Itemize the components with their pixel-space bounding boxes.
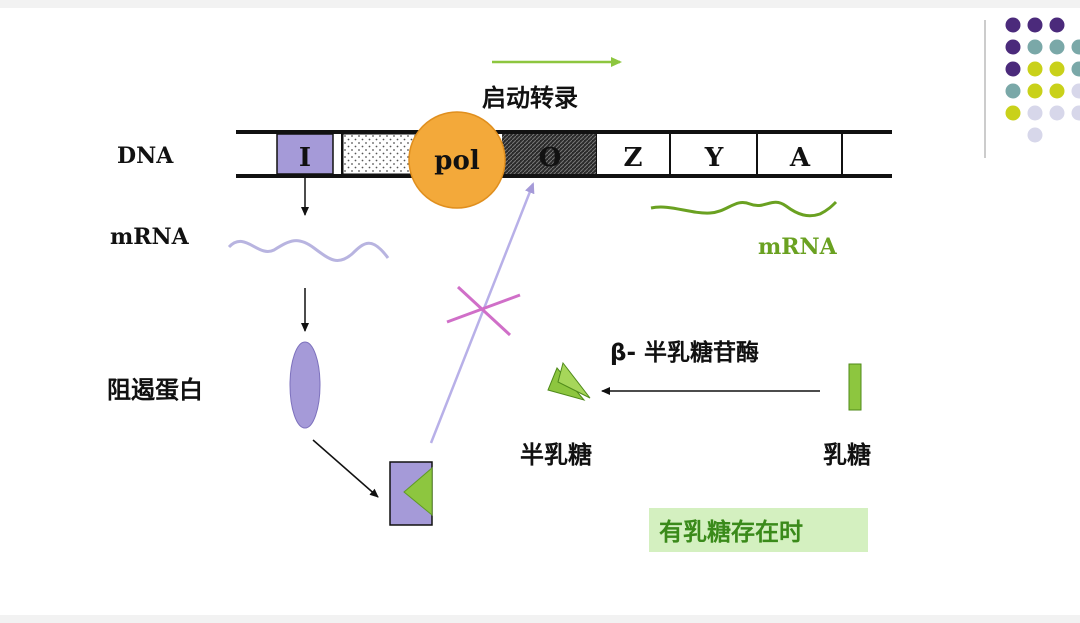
decoration-dot xyxy=(1027,127,1043,143)
promoter-region xyxy=(342,133,422,175)
rna-polymerase xyxy=(408,111,506,209)
decoration-dot-grid xyxy=(1005,17,1080,143)
lactose-bar xyxy=(848,363,862,411)
decoration-dot xyxy=(1027,17,1043,33)
mrna-right-label: mRNA xyxy=(758,234,838,260)
gene-o-label: O xyxy=(539,143,562,173)
operator-region xyxy=(502,134,596,174)
decoration-dot xyxy=(1027,83,1043,99)
decoration-dot xyxy=(1071,39,1080,55)
bound-galactose-triangle xyxy=(403,466,433,517)
decoration-dot xyxy=(1005,39,1021,55)
decoration-dot xyxy=(1005,83,1021,99)
gene-i-block xyxy=(276,133,334,175)
galactose-icon xyxy=(547,361,591,401)
decoration-dot xyxy=(1027,61,1043,77)
decoration-dot xyxy=(1049,105,1065,121)
decoration-dot xyxy=(1005,105,1021,121)
gene-a-label: A xyxy=(789,143,811,173)
decoration-dot xyxy=(1027,105,1043,121)
blocked-cross-mark xyxy=(446,285,521,337)
decoration-dot xyxy=(1005,61,1021,77)
decoration-dot xyxy=(1049,61,1065,77)
polymerase-label: pol xyxy=(434,146,480,176)
transcription-label: 启动转录 xyxy=(482,84,578,112)
enzyme-label: β- 半乳糖苷酶 xyxy=(610,339,759,366)
gene-i-label: I xyxy=(299,143,311,173)
mrna-right-wave xyxy=(650,200,838,218)
decoration-dot xyxy=(1049,17,1065,33)
dna-label: DNA xyxy=(117,143,174,169)
gene-z-label: Z xyxy=(624,143,643,173)
repressor-ellipse xyxy=(289,341,321,429)
decoration-dot xyxy=(1049,39,1065,55)
slide: 启动转录 DNA I O Z Y A pol mRNA 阻遏蛋白 xyxy=(0,8,1080,615)
gene-y-label: Y xyxy=(704,143,724,173)
blocked-binding-arrow xyxy=(429,182,535,444)
decoration-dot xyxy=(1027,39,1043,55)
decoration-dot xyxy=(1071,83,1080,99)
condition-label: 有乳糖存在时 xyxy=(659,518,803,546)
lac-operon-diagram: 启动转录 DNA I O Z Y A pol mRNA 阻遏蛋白 xyxy=(107,17,1080,552)
arrow-repressor-to-complex xyxy=(312,439,379,498)
mrna-left-label: mRNA xyxy=(110,224,190,250)
decoration-dot xyxy=(1005,17,1021,33)
lactose-label: 乳糖 xyxy=(823,441,871,469)
decoration-dot xyxy=(1071,61,1080,77)
decoration-dot xyxy=(1049,83,1065,99)
galactose-label: 半乳糖 xyxy=(520,441,592,469)
repressor-label: 阻遏蛋白 xyxy=(107,376,203,404)
decoration-dot xyxy=(1071,105,1080,121)
condition-box xyxy=(649,508,868,552)
mrna-left-wave xyxy=(227,239,390,263)
